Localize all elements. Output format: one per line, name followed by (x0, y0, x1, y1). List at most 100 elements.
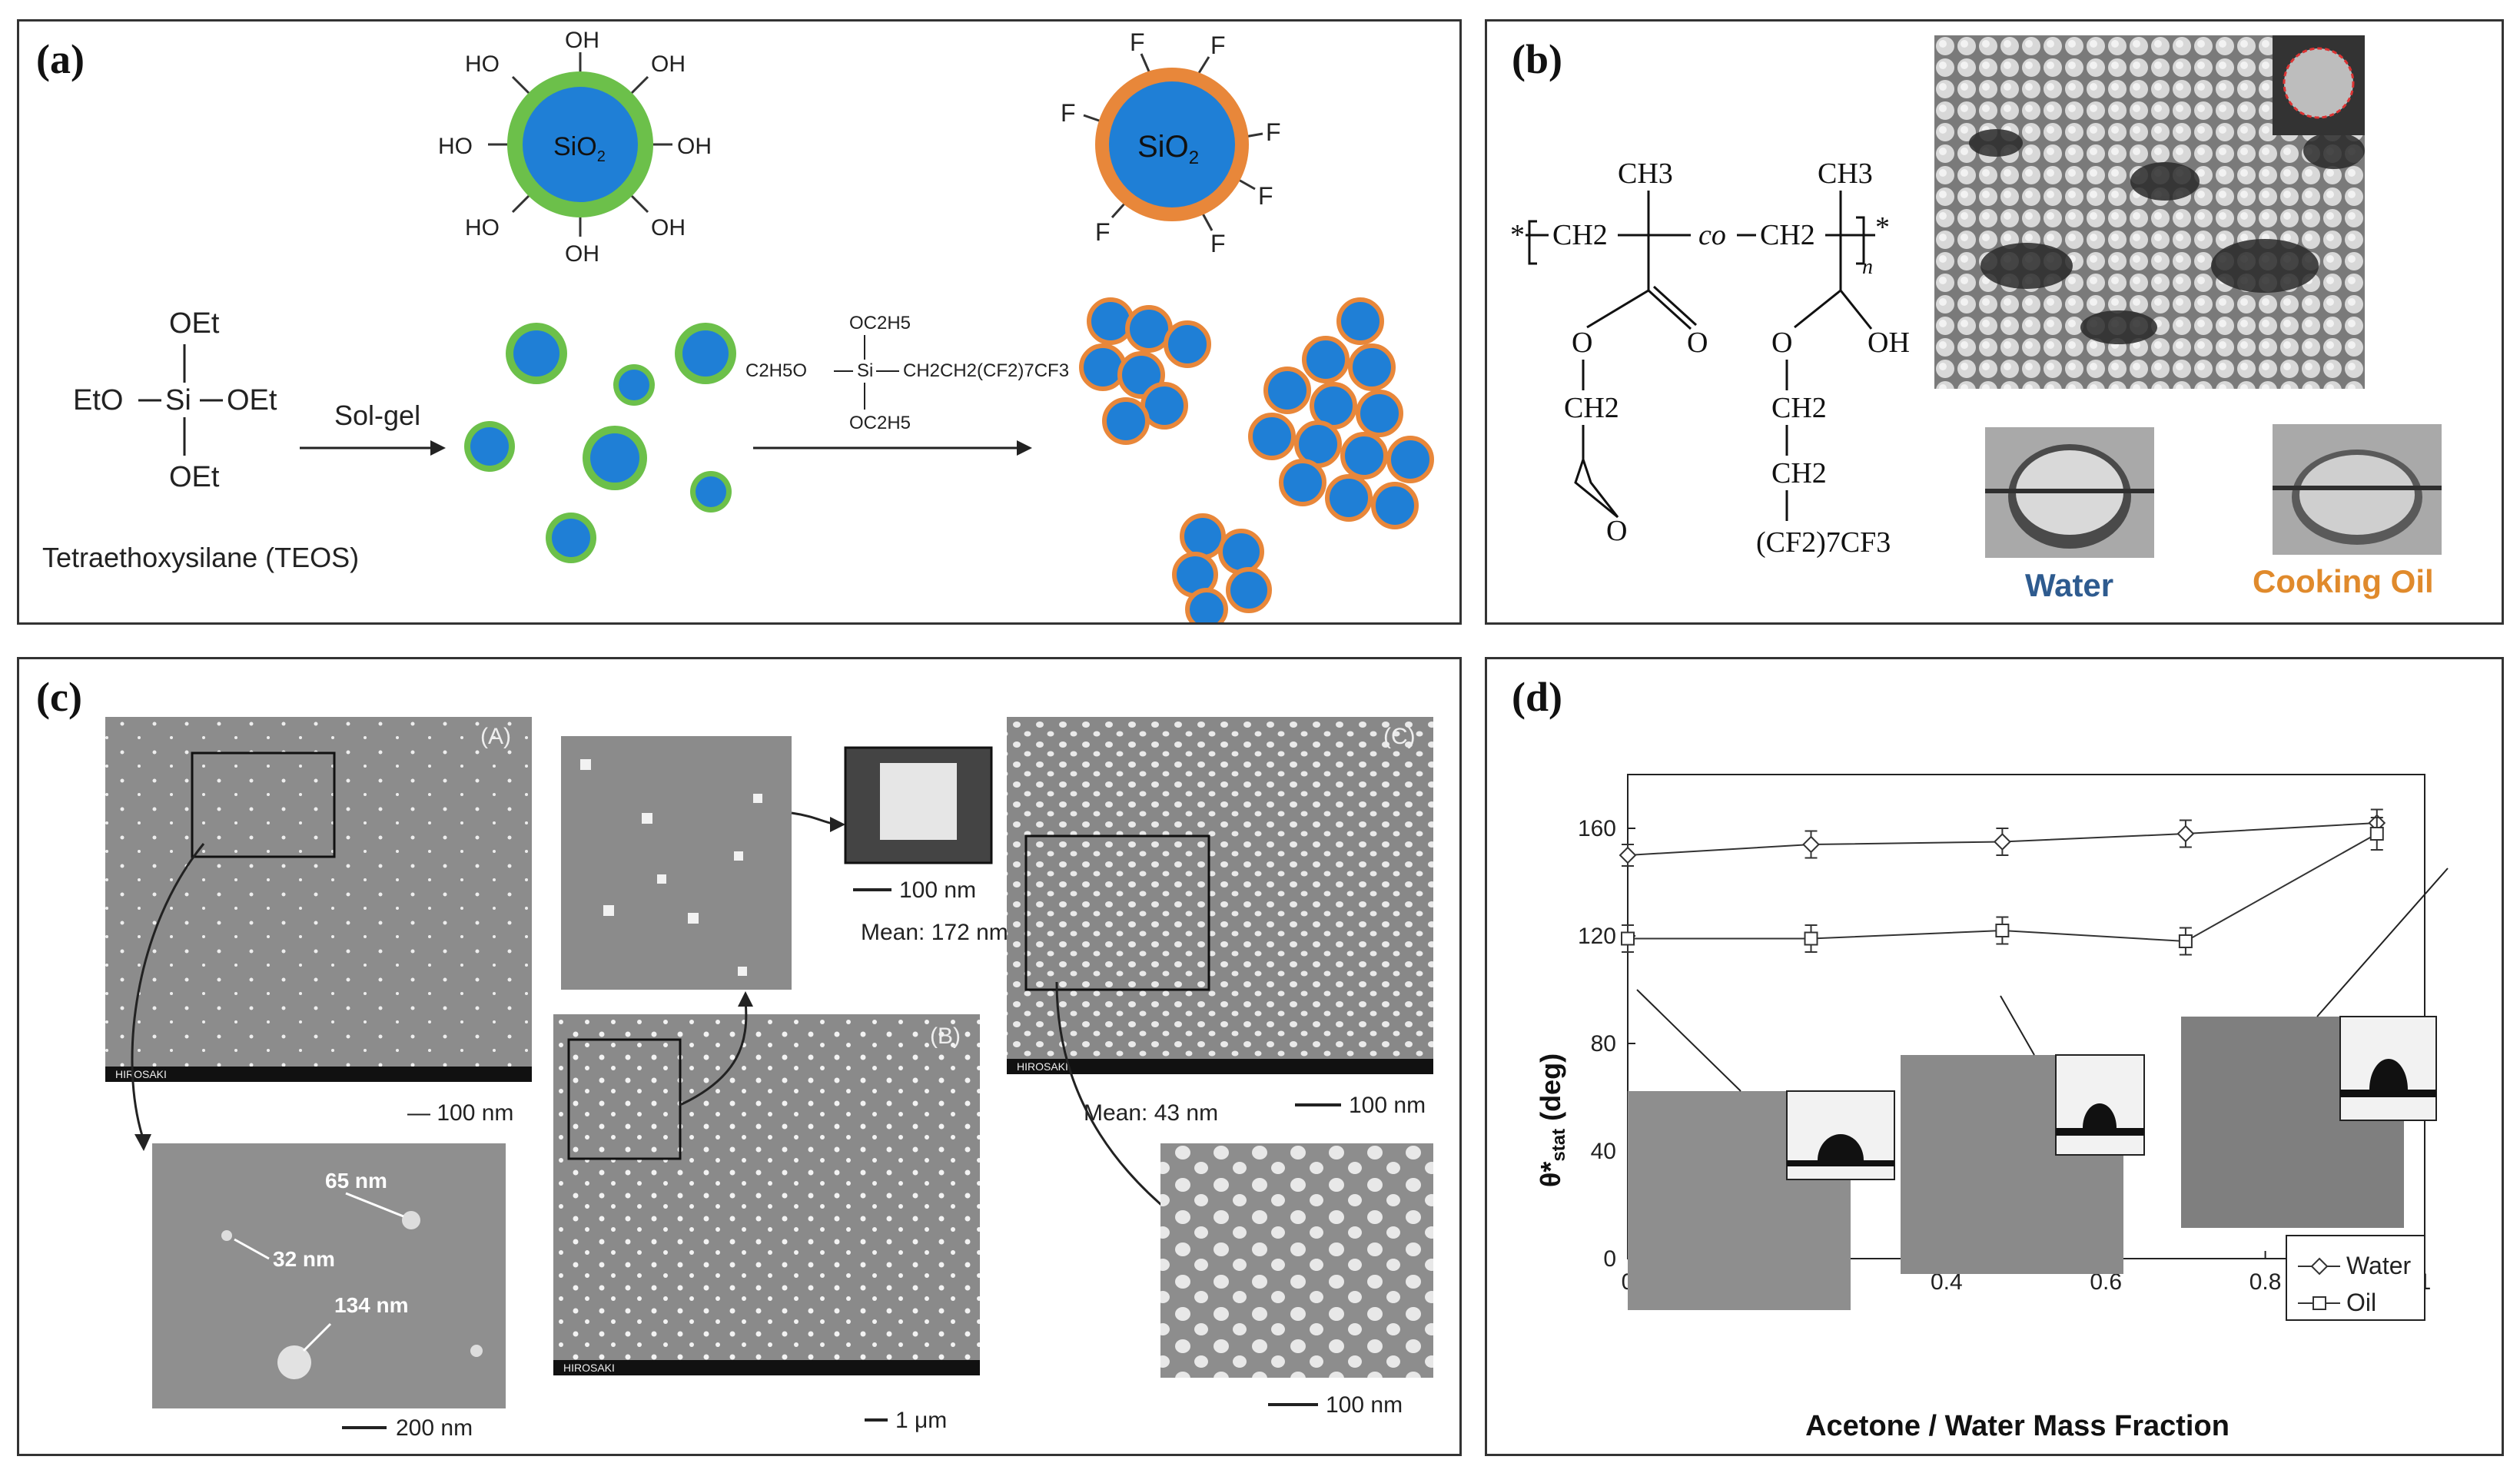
label-32nm: 32 nm (273, 1247, 335, 1271)
legend-oil: Oil (2346, 1289, 2376, 1316)
data-point-oil (1621, 931, 1635, 946)
y-tick-label: 120 (1578, 924, 1616, 949)
y-tick-label: 0 (1603, 1246, 1616, 1272)
svg-text:*: * (1875, 211, 1890, 244)
fluorosilane-structure: OC2H5 C2H5O Si CH2CH2(CF2)7CF3 OC2H5 (745, 313, 1069, 433)
x-axis-label: Acetone / Water Mass Fraction (1805, 1410, 2229, 1442)
svg-text:OC2H5: OC2H5 (849, 413, 911, 433)
contact-angle-chart: 00.20.40.60.8104080120160 (1535, 774, 2449, 1442)
sem-micrographs: HIROSAKI (A) — 100 nm 65 nm 32 nm 134 nm… (105, 717, 1433, 1441)
svg-text:C2H5O: C2H5O (745, 360, 807, 381)
ho-label: HO (465, 51, 500, 77)
y-tick-label: 80 (1591, 1031, 1616, 1057)
panel-d-label: (d) (1512, 674, 1562, 720)
data-point-oil (2178, 934, 2193, 948)
data-point-water (1619, 846, 1637, 864)
sol-gel-particles (464, 323, 736, 563)
svg-text:CH2: CH2 (1760, 219, 1815, 251)
svg-text:OEt: OEt (227, 384, 277, 416)
single-raspberry-particle (2283, 47, 2355, 119)
sio2-label: SiO2 (553, 132, 606, 165)
oh-label: OH (565, 28, 599, 53)
water-droplet-photo (1985, 427, 2154, 558)
zoom-box-b (567, 1038, 682, 1160)
panel-b: (b) CH3 CH3 * CH2 co CH2 * n O O O OH CH… (1485, 19, 2504, 625)
panel-b-label: (b) (1512, 36, 1562, 82)
f-label: F (1210, 32, 1226, 59)
scale-100nm-d: 100 nm (1326, 1392, 1403, 1418)
sem-zoom-a (152, 1143, 506, 1408)
ho-label: HO (465, 215, 500, 241)
sio2-label: SiO2 (1137, 130, 1199, 168)
hirosaki-label: HIROSAKI (563, 1362, 615, 1374)
y-axis-label: θ*stat (deg) (1535, 1053, 1569, 1187)
sem-image-a (105, 717, 532, 1082)
water-label: Water (2025, 567, 2114, 603)
hirosaki-label: HIROSAKI (1017, 1060, 1068, 1073)
svg-text:*: * (1510, 219, 1525, 251)
zoom-box-c (1024, 834, 1210, 991)
scale-1um: 1 μm (895, 1408, 947, 1433)
label-134nm: 134 nm (334, 1293, 409, 1317)
f-label: F (1258, 182, 1273, 210)
svg-text:O: O (1771, 327, 1792, 359)
polymer-structure: CH3 CH3 * CH2 co CH2 * n O O O OH CH2 CH… (1510, 158, 1910, 559)
svg-text:co: co (1698, 219, 1726, 251)
scale-100nm-a: — 100 nm (407, 1100, 513, 1126)
data-point-water (1802, 835, 1820, 854)
svg-text:O: O (1687, 327, 1708, 359)
sem-a-label: (A) (480, 724, 511, 749)
chart-legend: Water Oil (2286, 1235, 2425, 1321)
data-point-oil (2369, 827, 2384, 841)
oh-label: OH (565, 241, 599, 267)
panel-c-label: (c) (36, 674, 82, 720)
svg-text:(CF2)7CF3: (CF2)7CF3 (1756, 526, 1891, 559)
cooking-oil-label: Cooking Oil (2253, 563, 2434, 599)
sem-b-label: (B) (930, 1023, 961, 1049)
label-65nm: 65 nm (325, 1169, 387, 1193)
svg-text:Si: Si (165, 384, 191, 416)
fluorinated-sio2-particle: SiO2 F F F F F F F (1061, 28, 1281, 257)
f-label: F (1095, 218, 1111, 246)
panel-a-scheme: SiO2 OH OH HO OH HO OH HO OH SiO2 (42, 28, 1434, 622)
svg-text:OEt: OEt (169, 461, 220, 493)
sem-image-c (1007, 717, 1433, 1074)
mean-43: Mean: 43 nm (1084, 1100, 1218, 1126)
scale-200nm: 200 nm (396, 1415, 473, 1441)
f-label: F (1061, 99, 1076, 127)
sem-zoom-c (1160, 1143, 1433, 1378)
svg-text:O: O (1606, 515, 1627, 547)
svg-text:OH: OH (1868, 327, 1910, 359)
f-label: F (1266, 118, 1281, 146)
sem-c-label: (C) (1383, 724, 1416, 749)
svg-text:Si: Si (857, 360, 873, 381)
y-tick-label: 40 (1591, 1139, 1616, 1164)
oh-label: OH (677, 134, 712, 159)
svg-text:CH2: CH2 (1564, 392, 1619, 424)
panel-c: (c) HIROSAKI (A) — 100 nm (17, 657, 1462, 1456)
data-point-oil (1804, 931, 1818, 946)
legend-water: Water (2346, 1252, 2412, 1279)
panel-a-label: (a) (36, 36, 85, 82)
scale-100nm-c: 100 nm (1349, 1093, 1426, 1118)
svg-text:CH3: CH3 (1818, 158, 1873, 190)
hydroxyl-sio2-particle: SiO2 OH OH HO OH HO OH HO OH (438, 28, 712, 267)
sol-gel-label: Sol-gel (334, 400, 420, 431)
svg-text:CH2: CH2 (1771, 392, 1827, 424)
ho-label: HO (438, 134, 473, 159)
zoom-box-a (191, 751, 336, 858)
mean-172: Mean: 172 nm (861, 920, 1008, 945)
svg-text:CH2: CH2 (1552, 219, 1608, 251)
svg-text:EtO: EtO (73, 384, 123, 416)
x-tick-label: 0.8 (2249, 1269, 2282, 1295)
teos-structure: OEt EtO Si OEt OEt Tetraethoxysilane (TE… (42, 307, 359, 573)
sem-particle-image (1934, 35, 2365, 389)
svg-text:O: O (1572, 327, 1592, 359)
panel-d: (d) 00.20.40.60.8104080120160 (1485, 657, 2504, 1456)
sem-inset-2 (1901, 1054, 2145, 1274)
y-tick-label: 160 (1578, 816, 1616, 841)
panel-a: (a) SiO2 OH OH HO OH HO OH HO OH (17, 19, 1462, 625)
data-point-water (2176, 824, 2195, 843)
svg-text:CH3: CH3 (1618, 158, 1673, 190)
sem-image-b (553, 1014, 980, 1375)
